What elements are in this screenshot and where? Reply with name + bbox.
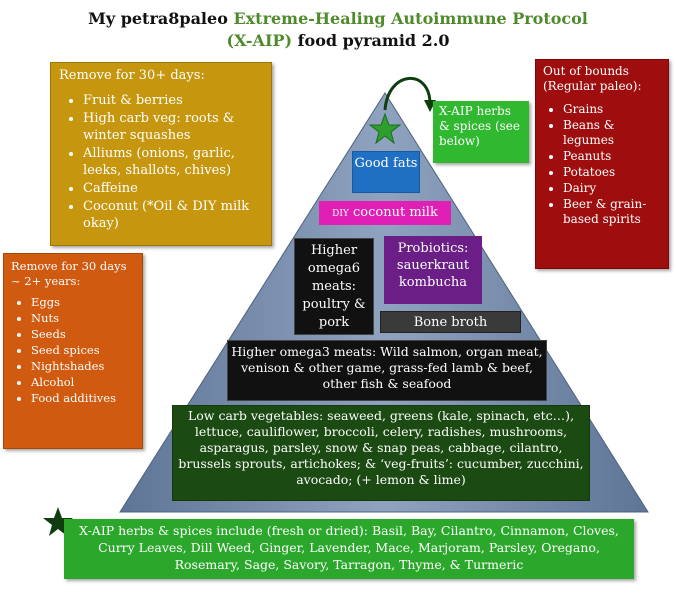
list-item: Fruit & berries (83, 92, 263, 109)
list-item: Coconut (*Oil & DIY milk okay) (83, 198, 263, 232)
list-item: Peanuts (563, 149, 661, 164)
tier-coconut-milk: DIY coconut milk (319, 201, 451, 225)
list-item: Alliums (onions, garlic, leeks, shallots… (83, 145, 263, 179)
remove-30-days-heading: Remove for 30+ days: (59, 68, 205, 83)
tier-omega6-meats: Higher omega6 meats: poultry & pork (294, 238, 374, 335)
list-item: Nuts (31, 311, 135, 326)
herbs-include-box: X-AIP herbs & spices include (fresh or d… (64, 519, 634, 579)
diagram-title: My petra8paleo Extreme-Healing Autoimmun… (0, 8, 676, 52)
list-item: Food additives (31, 391, 135, 406)
list-item: Seeds (31, 327, 135, 342)
remove-30-days-list: Fruit & berries High carb veg: roots & w… (59, 92, 263, 232)
remove-2-years-box: Remove for 30 days ~ 2+ years: Eggs Nuts… (3, 253, 143, 449)
tier-probiotics: Probiotics: sauerkraut kombucha (384, 236, 482, 304)
coconut-prefix: DIY (332, 209, 349, 219)
list-item: Potatoes (563, 165, 661, 180)
tier-low-carb-vegetables: Low carb vegetables: seaweed, greens (ka… (172, 405, 590, 501)
remove-2-years-heading: Remove for 30 days ~ 2+ years: (11, 259, 127, 288)
list-item: Seed spices (31, 343, 135, 358)
list-item: High carb veg: roots & winter squashes (83, 110, 263, 144)
star-icon (43, 507, 73, 536)
tier-good-fats: Good fats (352, 151, 420, 193)
list-item: Dairy (563, 181, 661, 196)
tier-bone-broth: Bone broth (380, 311, 521, 333)
list-item: Grains (563, 102, 661, 117)
list-item: Beans & legumes (563, 118, 661, 148)
list-item: Beer & grain-based spirits (563, 197, 661, 227)
remove-30-days-box: Remove for 30+ days: Fruit & berries Hig… (50, 62, 272, 246)
list-item: Caffeine (83, 180, 263, 197)
title-prefix: My petra8paleo (88, 9, 234, 28)
title-suffix: food pyramid 2.0 (292, 31, 450, 50)
list-item: Nightshades (31, 359, 135, 374)
out-of-bounds-box: Out of bounds (Regular paleo): Grains Be… (535, 59, 669, 269)
out-of-bounds-list: Grains Beans & legumes Peanuts Potatoes … (543, 102, 661, 227)
tier-omega3-meats: Higher omega3 meats: Wild salmon, organ … (227, 340, 547, 401)
out-of-bounds-heading: Out of bounds (Regular paleo): (543, 64, 642, 93)
list-item: Eggs (31, 295, 135, 310)
title-green-2: (X-AIP) (226, 31, 293, 50)
coconut-label: coconut milk (348, 205, 438, 220)
remove-2-years-list: Eggs Nuts Seeds Seed spices Nightshades … (11, 295, 135, 406)
list-item: Alcohol (31, 375, 135, 390)
title-green: Extreme-Healing Autoimmune Protocol (233, 9, 588, 28)
star-icon (368, 112, 402, 145)
herbs-pointer-box: X-AIP herbs & spices (see below) (433, 101, 529, 163)
curved-arrow-icon (383, 76, 432, 111)
